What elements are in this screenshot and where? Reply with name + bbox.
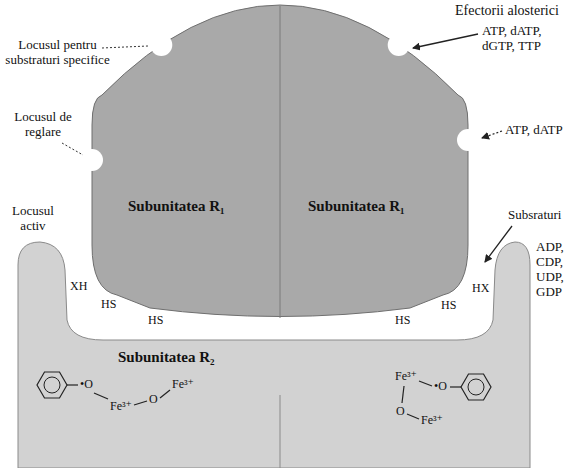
atom-label: Fe³⁺ — [395, 370, 417, 384]
specificity-site-notch — [150, 34, 172, 56]
group-label: Efectorii alosterici — [455, 3, 559, 19]
group-label: Subsraturi — [508, 208, 561, 223]
ligand-list: ATP, dATP, dGTP, TTP — [482, 24, 567, 54]
subunit-name: Subunitatea R₂ — [118, 348, 217, 366]
thiol-label: XH — [70, 280, 87, 294]
chemical-bond — [407, 414, 419, 419]
r1-division-line — [280, 6, 281, 318]
effector-arrow — [482, 131, 502, 138]
thiol-label: HS — [441, 299, 456, 313]
tyrosine-ring — [461, 374, 491, 400]
leader-line — [62, 143, 83, 155]
subunit-label-box: Subunitatea R₁ — [125, 195, 230, 217]
atom-label: O — [396, 405, 405, 419]
atom-label: •O — [434, 380, 447, 394]
chemical-bond — [94, 393, 108, 399]
subunit-label-box: Subunitatea R₂ — [115, 346, 220, 368]
site-label: Locusul de reglare — [3, 110, 83, 140]
chemical-bond — [67, 384, 78, 385]
chemical-bond — [402, 386, 404, 403]
chemical-bond — [450, 386, 461, 387]
atom-label: Fe³⁺ — [110, 400, 132, 414]
regulatory-site-notch — [81, 149, 103, 171]
chemical-bond — [134, 401, 147, 405]
ligand-list: ATP, dATP — [505, 123, 563, 138]
subunit-label-box: Subunitatea R₁ — [305, 195, 410, 217]
chemical-bond — [419, 381, 432, 386]
substrate-arrow — [485, 226, 512, 262]
thiol-label: HS — [395, 314, 410, 328]
thiol-label: HS — [101, 298, 116, 312]
ligand-list: ADP, CDP, UDP, GDP — [536, 240, 574, 300]
atom-label: Fe³⁺ — [421, 414, 443, 428]
atom-label: O — [149, 393, 158, 407]
site-label: Locusul pentru substraturi specifice — [5, 38, 110, 68]
atom-label: Fe³⁺ — [172, 378, 194, 392]
effector-arrow — [413, 34, 478, 48]
tyrosine-ring — [468, 379, 484, 395]
tyrosine-ring — [44, 377, 60, 393]
specificity-site-notch — [388, 34, 410, 56]
leader-line — [102, 46, 148, 48]
tyrosine-ring — [37, 372, 67, 398]
thiol-label: HX — [472, 282, 489, 296]
regulatory-site-notch — [457, 129, 479, 151]
subunit-name: Subunitatea R₁ — [128, 197, 227, 215]
atom-label: •O — [80, 378, 93, 392]
r2-division-line — [280, 395, 281, 468]
site-label: Locusul activ — [2, 204, 64, 234]
subunit-name: Subunitatea R₁ — [308, 197, 407, 215]
thiol-label: HS — [148, 314, 163, 328]
chemical-bond — [160, 390, 170, 398]
